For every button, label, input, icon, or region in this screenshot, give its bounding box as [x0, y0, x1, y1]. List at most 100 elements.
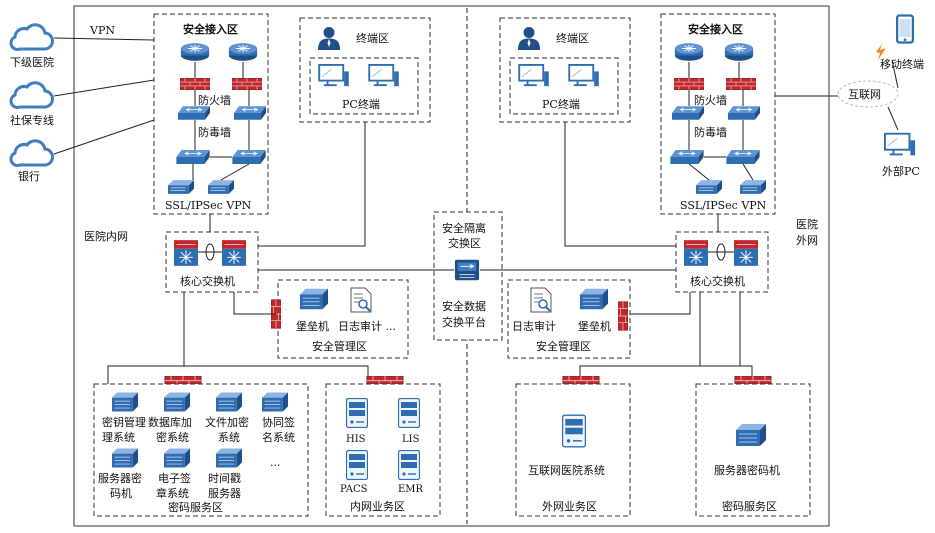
cloud-icon [9, 81, 54, 109]
cloud-label-bank: 银行 [18, 169, 40, 183]
left-mgmt-zone: 堡垒机 日志审计 ... 安全管理区 [271, 279, 409, 359]
crypto-item-3-line1: 协同签 [262, 415, 295, 429]
zone-title: 内网业务区 [350, 499, 405, 513]
server-icon [216, 448, 242, 468]
internet-label: 互联网 [848, 88, 881, 101]
router-icon [724, 42, 754, 62]
platform-line1: 安全数据 [442, 299, 486, 313]
pc-icon [884, 132, 916, 157]
server-icon [164, 448, 190, 468]
zone-title: 终端区 [556, 31, 589, 45]
bastion-icon [580, 288, 608, 310]
left-crypto-zone: 密钥管理 理系统 数据库加 密系统 文件加密 系统 协同签 名系统 ... 服务… [93, 383, 309, 517]
right-ext-biz-zone: 互联网医院系统 外网业务区 [515, 383, 631, 517]
switch-icon [670, 150, 704, 164]
server-icon [112, 448, 138, 468]
left-clouds: 下级医院 社保专线 银行 VPN [9, 23, 155, 183]
server-label-his: HIS [346, 434, 366, 445]
audit-icon [530, 287, 552, 313]
crypto-item-6-line2: 服务器 [208, 487, 241, 500]
signal-icon [876, 44, 886, 60]
zone-title: 安全接入区 [688, 22, 743, 36]
server-icon [346, 450, 368, 480]
zone-title: 安全接入区 [183, 22, 238, 36]
crypto-item-2-line2: 系统 [218, 431, 240, 444]
right-access-zone: 安全接入区 防火墙 防毒墙 SSL/IPSec VPN [660, 13, 776, 215]
left-terminal-zone: 终端区 PC终端 [299, 17, 431, 123]
zone-title: 密码服务区 [722, 499, 777, 513]
external-pc-label: 外部PC [882, 164, 920, 178]
router-icon [674, 42, 704, 62]
server-icon [398, 398, 420, 428]
switch-icon [232, 150, 266, 164]
right-mgmt-zone: 日志审计 堡垒机 安全管理区 [507, 279, 631, 359]
firewall-label: 防火墙 [198, 93, 231, 107]
firewall-icon [180, 78, 210, 90]
crypto-item-1-line1: 数据库加 [148, 415, 192, 429]
extranet-label-line1: 医院 [796, 217, 818, 231]
vpn-icon [740, 180, 766, 194]
audit-label: 日志审计 ... [338, 319, 396, 333]
right-core-switch: 核心交换机 [675, 231, 769, 293]
exchange-title-line1: 安全隔离 [442, 221, 486, 235]
server-icon [216, 392, 242, 412]
zone-title: 安全管理区 [312, 339, 367, 353]
left-access-zone: 安全接入区 防火墙 防毒墙 SSL/IPSec VPN [153, 13, 269, 215]
firewall-label: 防火墙 [694, 93, 727, 107]
core-switch-icon [174, 239, 198, 267]
crypto-item-2-line1: 文件加密 [205, 415, 249, 429]
server-icon [736, 424, 766, 446]
pc-label: PC终端 [342, 97, 380, 111]
server-icon [398, 450, 420, 480]
switch-icon [672, 106, 704, 120]
zone-title: 外网业务区 [542, 500, 597, 513]
server-icon [262, 392, 288, 412]
audit-label: 日志审计 [512, 319, 556, 333]
crypto-item-3-line2: 名系统 [262, 430, 295, 444]
cloud-label-hospital: 下级医院 [10, 55, 54, 69]
bastion-icon [300, 288, 328, 310]
vpn-icon [696, 180, 722, 194]
server-label-emr: EMR [398, 484, 424, 495]
crypto-item-label: 服务器密码机 [714, 463, 780, 477]
server-label-pacs: PACS [340, 484, 368, 495]
zone-title: 终端区 [356, 31, 389, 45]
vpn-label: SSL/IPSec VPN [165, 199, 252, 212]
mobile-label: 移动终端 [880, 57, 924, 71]
crypto-item-5-line2: 章系统 [156, 486, 189, 500]
crypto-item-5-line1: 电子签 [158, 471, 191, 485]
cloud-label-insurance: 社保专线 [10, 113, 54, 127]
vpn-icon [208, 180, 234, 194]
cloud-icon [9, 23, 54, 51]
crypto-item-6-line1: 时间戳 [208, 472, 241, 485]
firewall-icon [674, 78, 704, 90]
bastion-label: 堡垒机 [296, 319, 329, 333]
crypto-item-4-line1: 服务器密 [98, 471, 142, 485]
switch-icon [178, 106, 210, 120]
crypto-item-1-line2: 密系统 [156, 430, 189, 444]
firewall-icon [232, 78, 262, 90]
intranet-label: 医院内网 [84, 229, 128, 243]
server-icon [562, 414, 586, 448]
switch-icon [176, 150, 210, 164]
right-terminal-zone: 终端区 PC终端 [499, 17, 631, 123]
server-icon [164, 392, 190, 412]
vpn-icon [168, 180, 194, 194]
server-icon [112, 392, 138, 412]
firewall-icon [726, 78, 756, 90]
left-core-switch: 核心交换机 [165, 231, 259, 293]
antivirus-label: 防毒墙 [198, 125, 231, 139]
core-switch-label: 核心交换机 [690, 274, 745, 288]
left-biz-zone: HIS LIS PACS EMR 内网业务区 [325, 383, 441, 517]
cloud-icon [9, 139, 54, 167]
right-crypto-zone: 服务器密码机 密码服务区 [695, 383, 811, 517]
router-icon [228, 42, 258, 62]
ext-system-label: 互联网医院系统 [528, 463, 605, 477]
switch-icon [234, 106, 266, 120]
pc-label: PC终端 [542, 97, 580, 111]
crypto-more: ... [270, 456, 281, 469]
extranet-label-line2: 外网 [796, 234, 818, 247]
switch-icon [726, 150, 760, 164]
vpn-label: VPN [89, 24, 115, 37]
audit-icon [350, 287, 372, 313]
